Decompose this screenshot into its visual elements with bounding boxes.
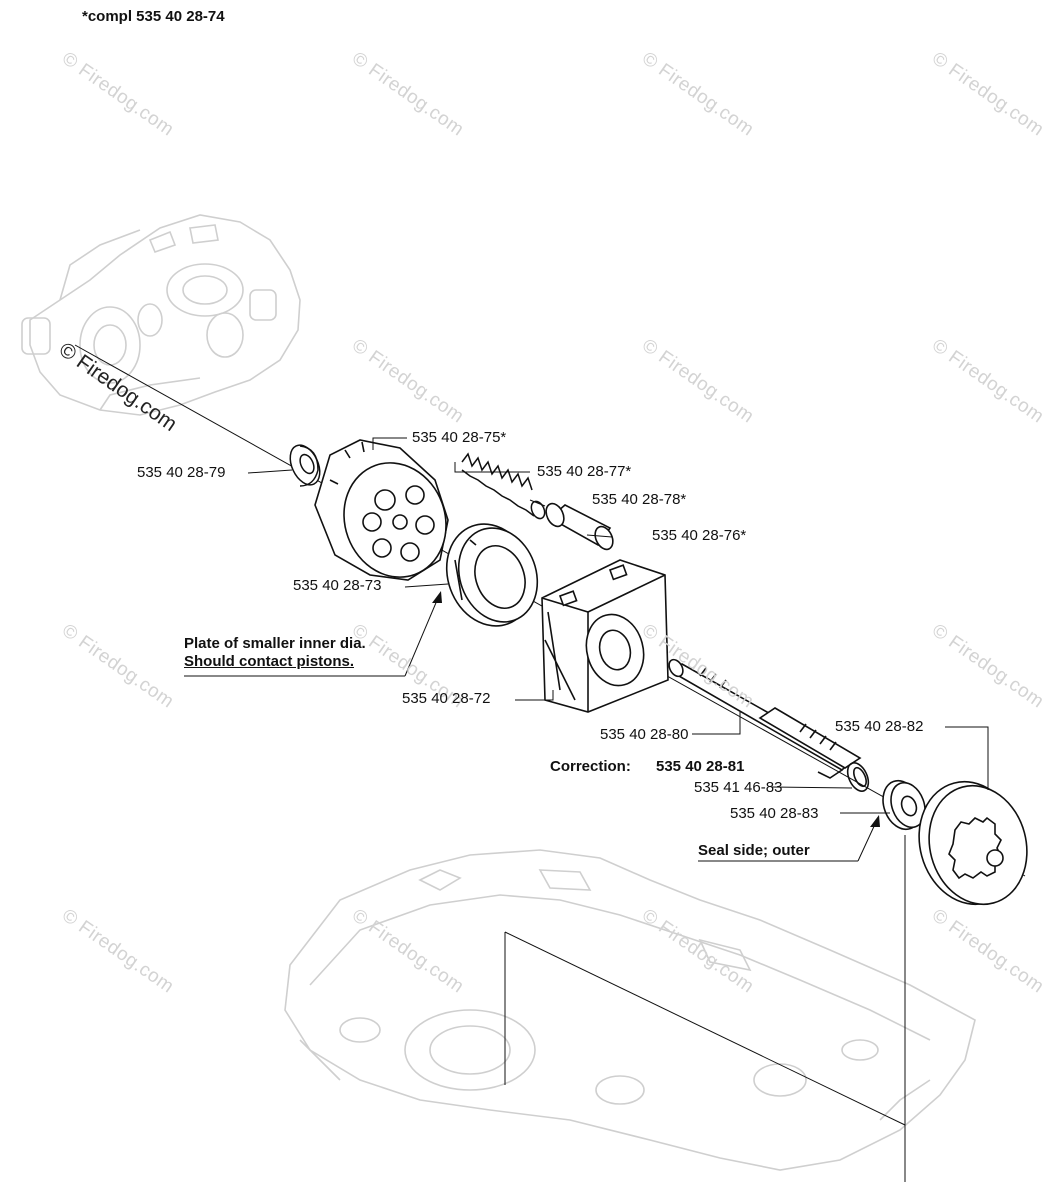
part-endcap-72 xyxy=(541,559,669,713)
callout-535-41-46-83: 535 41 46-83 xyxy=(694,779,783,796)
callout-535-40-28-76: 535 40 28-76* xyxy=(652,527,747,544)
correction-value: 535 40 28-81 xyxy=(656,758,745,775)
callout-535-40-28-75: 535 40 28-75* xyxy=(412,429,507,446)
plate-note-line1: Plate of smaller inner dia. xyxy=(184,635,366,652)
part-washer-79 xyxy=(289,444,321,487)
part-plate-73 xyxy=(445,523,539,627)
assembly-note: *compl 535 40 28-74 xyxy=(82,8,225,25)
part-snapring-4683 xyxy=(846,762,870,792)
correction-label: Correction: xyxy=(550,758,631,775)
seal-side-note: Seal side; outer xyxy=(698,842,810,859)
part-gear-82 xyxy=(918,780,1028,906)
callout-535-40-28-73: 535 40 28-73 xyxy=(293,577,382,594)
housing-ghost-lower xyxy=(284,849,976,1171)
part-ring-78 xyxy=(530,500,546,520)
part-spring-77 xyxy=(461,452,535,517)
callout-535-40-28-83: 535 40 28-83 xyxy=(730,805,819,822)
callout-535-40-28-80: 535 40 28-80 xyxy=(600,726,689,743)
callout-535-40-28-82: 535 40 28-82 xyxy=(835,718,924,735)
callout-535-40-28-78: 535 40 28-78* xyxy=(592,491,687,508)
callout-535-40-28-79: 535 40 28-79 xyxy=(137,464,226,481)
arrow-heads xyxy=(432,591,880,827)
callout-535-40-28-72: 535 40 28-72 xyxy=(402,690,491,707)
part-bearing-83 xyxy=(882,779,926,831)
callout-535-40-28-77: 535 40 28-77* xyxy=(537,463,632,480)
leader-lines xyxy=(184,437,989,862)
part-piston-76 xyxy=(545,502,614,551)
part-shaft-80 xyxy=(668,658,862,779)
plate-note-line2: Should contact pistons. xyxy=(184,653,355,670)
part-cylinder-block-75 xyxy=(314,439,449,581)
housing-ghost-upper xyxy=(21,214,301,416)
